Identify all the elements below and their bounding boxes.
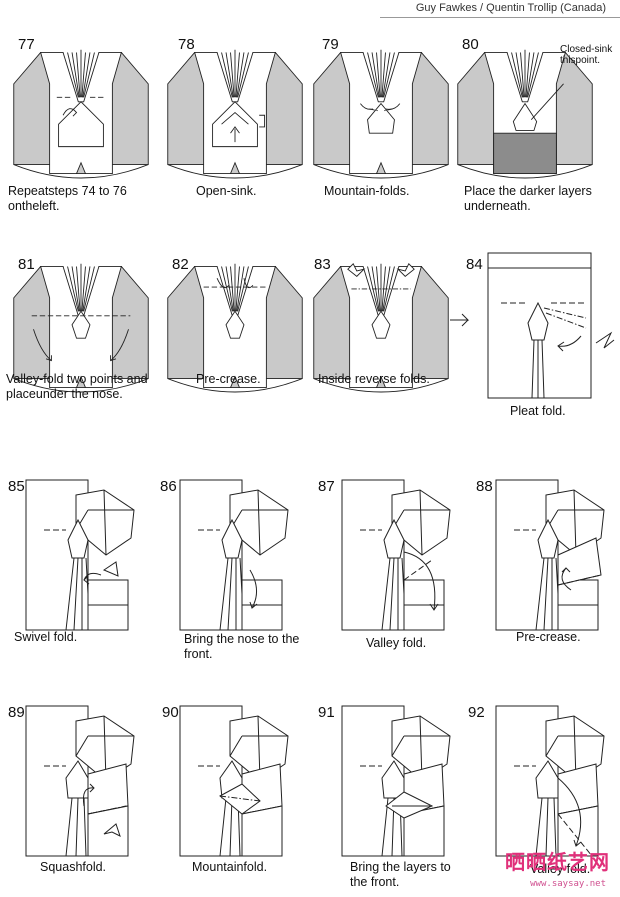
caption-step-77: Repeatsteps 74 to 76 ontheleft. bbox=[8, 184, 127, 213]
step-number-91: 91 bbox=[318, 704, 335, 721]
header-rule bbox=[380, 17, 620, 18]
caption-step-90: Mountainfold. bbox=[192, 860, 268, 874]
step-number-80: 80 bbox=[462, 36, 479, 53]
caption-step-92: Valley fold. bbox=[530, 862, 591, 876]
caption-step-89: Squashfold. bbox=[40, 860, 107, 874]
diagram-step-82 bbox=[167, 263, 303, 393]
step-number-79: 79 bbox=[322, 36, 339, 53]
caption-step-81: Valley-fold two points and placeunder th… bbox=[6, 372, 148, 401]
caption-step-84: Pleat fold. bbox=[510, 404, 566, 418]
annotation-closed-sink: Closed-sink thispoint. bbox=[560, 44, 613, 66]
diagram-step-89 bbox=[25, 705, 135, 857]
caption-step-91: Bring the layers to the front. bbox=[350, 860, 451, 889]
diagram-step-79 bbox=[313, 49, 449, 179]
step-number-83: 83 bbox=[314, 256, 331, 273]
diagram-step-83 bbox=[313, 263, 449, 393]
step-number-85: 85 bbox=[8, 478, 25, 495]
caption-step-82: Pre-crease. bbox=[196, 372, 261, 386]
diagram-step-87 bbox=[341, 479, 451, 631]
step-number-90: 90 bbox=[162, 704, 179, 721]
diagram-step-88 bbox=[495, 479, 605, 631]
step-number-84: 84 bbox=[466, 256, 483, 273]
watermark-logo: 晒晒纸艺网 bbox=[505, 850, 610, 874]
step-number-77: 77 bbox=[18, 36, 35, 53]
diagram-step-86 bbox=[179, 479, 289, 631]
caption-step-79: Mountain-folds. bbox=[324, 184, 410, 198]
diagram-step-84 bbox=[450, 252, 615, 399]
step-number-78: 78 bbox=[178, 36, 195, 53]
step-number-86: 86 bbox=[160, 478, 177, 495]
step-number-89: 89 bbox=[8, 704, 25, 721]
diagram-step-92 bbox=[495, 705, 605, 857]
caption-step-85: Swivel fold. bbox=[14, 630, 78, 644]
caption-step-86: Bring the nose to the front. bbox=[184, 632, 300, 661]
diagram-step-78 bbox=[167, 49, 303, 179]
caption-step-83: Inside reverse folds. bbox=[318, 372, 430, 386]
diagram-step-77 bbox=[13, 49, 149, 179]
step-number-82: 82 bbox=[172, 256, 189, 273]
caption-step-87: Valley fold. bbox=[366, 636, 427, 650]
step-number-81: 81 bbox=[18, 256, 35, 273]
diagram-step-80 bbox=[457, 49, 593, 179]
caption-step-80: Place the darker layers underneath. bbox=[464, 184, 592, 213]
diagram-step-85 bbox=[25, 479, 135, 631]
step-number-92: 92 bbox=[468, 704, 485, 721]
diagram-step-81 bbox=[13, 263, 149, 393]
caption-step-78: Open-sink. bbox=[196, 184, 257, 198]
step-number-87: 87 bbox=[318, 478, 335, 495]
caption-step-88: Pre-crease. bbox=[516, 630, 581, 644]
page-header: Guy Fawkes / Quentin Trollip (Canada) bbox=[415, 2, 606, 14]
step-number-88: 88 bbox=[476, 478, 493, 495]
diagram-step-91 bbox=[341, 705, 451, 857]
diagram-step-90 bbox=[179, 705, 289, 857]
watermark-url: www.saysay.net bbox=[530, 879, 606, 889]
